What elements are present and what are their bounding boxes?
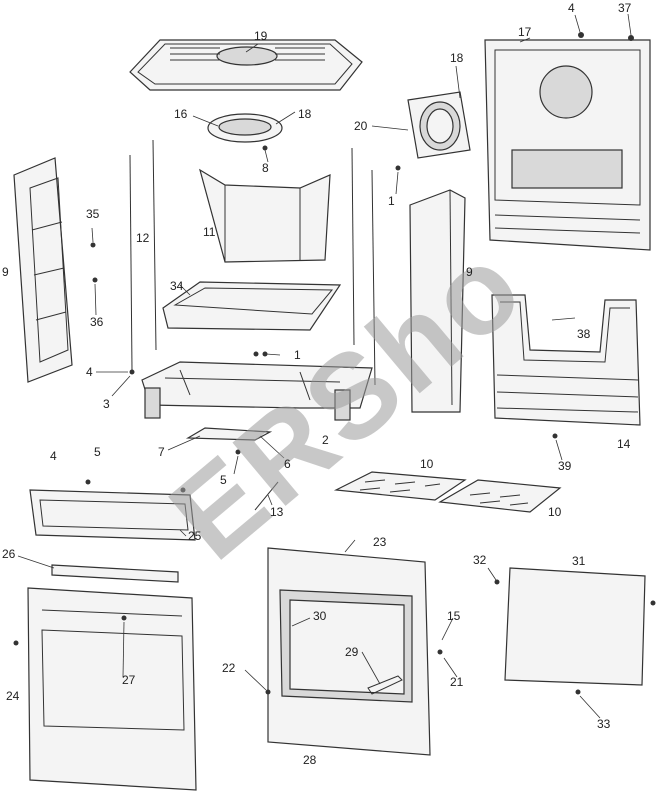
- part-number: 26: [2, 547, 16, 561]
- part-number: 16: [174, 107, 188, 121]
- part-number: 20: [354, 119, 368, 133]
- top-plate-part: [129, 39, 363, 91]
- part-number: 9: [2, 265, 9, 279]
- part-number: 22: [222, 661, 236, 675]
- part-number: 1: [294, 348, 301, 362]
- firebox-liner-part: [491, 294, 641, 426]
- part-number: 4: [86, 365, 93, 379]
- part-number: 18: [298, 107, 312, 121]
- part-number: 18: [450, 51, 464, 65]
- part-number: 27: [122, 673, 136, 687]
- part-number: 25: [188, 529, 202, 543]
- part-number: 39: [558, 459, 572, 473]
- hardware-markers: [13, 32, 656, 695]
- door-glass-part: [504, 567, 646, 686]
- right-side-panel-part: [409, 189, 466, 413]
- part-number: 32: [473, 553, 487, 567]
- part-number: 10: [420, 457, 434, 471]
- left-side-panel-part: [13, 157, 73, 383]
- door-frame-part: [267, 547, 431, 756]
- part-number: 29: [345, 645, 359, 659]
- part-number: 5: [220, 473, 227, 487]
- base-frame-part: [141, 361, 373, 421]
- part-number: 7: [158, 445, 165, 459]
- part-number: 28: [303, 753, 317, 767]
- part-number: 6: [284, 457, 291, 471]
- part-number: 31: [572, 554, 586, 568]
- back-panel-part: [484, 39, 651, 251]
- part-number: 17: [518, 25, 532, 39]
- part-number: 24: [6, 689, 20, 703]
- part-number: 38: [577, 327, 591, 341]
- part-number: 33: [597, 717, 611, 731]
- part-number: 21: [450, 675, 464, 689]
- part-number: 12: [136, 231, 150, 245]
- flue-collar-ring-part: [207, 113, 283, 143]
- part-number: 14: [617, 437, 631, 451]
- grate-left-part: [333, 471, 467, 501]
- part-number: 19: [254, 29, 268, 43]
- drawer-part: [29, 489, 196, 541]
- bracket-part: [185, 427, 273, 441]
- tie-rods-part: [129, 139, 376, 386]
- part-number: 5: [94, 445, 101, 459]
- part-number: 10: [548, 505, 562, 519]
- lower-front-panel-part: [27, 587, 197, 791]
- baffle-part: [199, 168, 331, 263]
- handle-rod-part: [254, 481, 279, 511]
- door-handle-part: [367, 675, 403, 695]
- part-number: 15: [447, 609, 461, 623]
- ash-pan-part: [162, 281, 342, 331]
- part-number: 30: [313, 609, 327, 623]
- part-number: 3: [103, 397, 110, 411]
- part-number: 13: [270, 505, 284, 519]
- flue-outlet-part: [407, 91, 471, 159]
- part-number: 1: [388, 194, 395, 208]
- part-number: 4: [50, 449, 57, 463]
- part-number: 35: [86, 207, 100, 221]
- part-number: 11: [203, 225, 216, 239]
- part-number: 2: [322, 433, 329, 447]
- part-number: 4: [568, 1, 575, 15]
- air-strip-part: [51, 564, 179, 583]
- part-number: 37: [618, 1, 632, 15]
- part-number: 9: [466, 265, 473, 279]
- part-number: 23: [373, 535, 387, 549]
- part-number: 8: [262, 161, 269, 175]
- leader-lines: [17, 13, 632, 719]
- grate-right-part: [438, 479, 562, 513]
- part-number-labels: 19 16 18 8 18 20 1 4 37 17 35 12 11 9 9 …: [2, 1, 632, 767]
- part-number: 34: [170, 279, 184, 293]
- part-number: 36: [90, 315, 104, 329]
